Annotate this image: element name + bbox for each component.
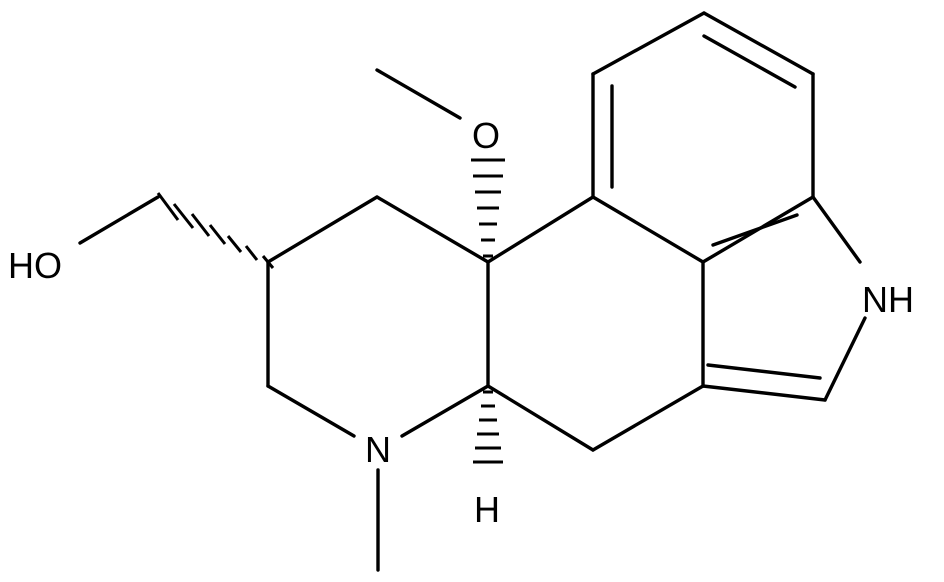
hashed-wedge-hydrogen xyxy=(473,390,503,464)
piperidine-ring xyxy=(266,195,490,438)
methoxy-oxygen-label: O xyxy=(472,115,500,156)
hashed-wedge-methoxy xyxy=(471,158,505,258)
amine-nitrogen-label: N xyxy=(365,429,391,470)
hashed-wedge-ch2oh xyxy=(156,192,275,269)
hydroxymethyl-o-bond xyxy=(78,195,160,245)
stereo-hydrogen-label: H xyxy=(474,489,500,530)
benzene-ring xyxy=(591,11,815,264)
methoxy-methyl-bond xyxy=(375,68,462,120)
cyclohexane-ring xyxy=(486,195,705,452)
indole-nh-label: NH xyxy=(862,279,914,320)
pyrrole-ring xyxy=(701,195,867,402)
hydroxyl-label: HO xyxy=(8,245,62,286)
